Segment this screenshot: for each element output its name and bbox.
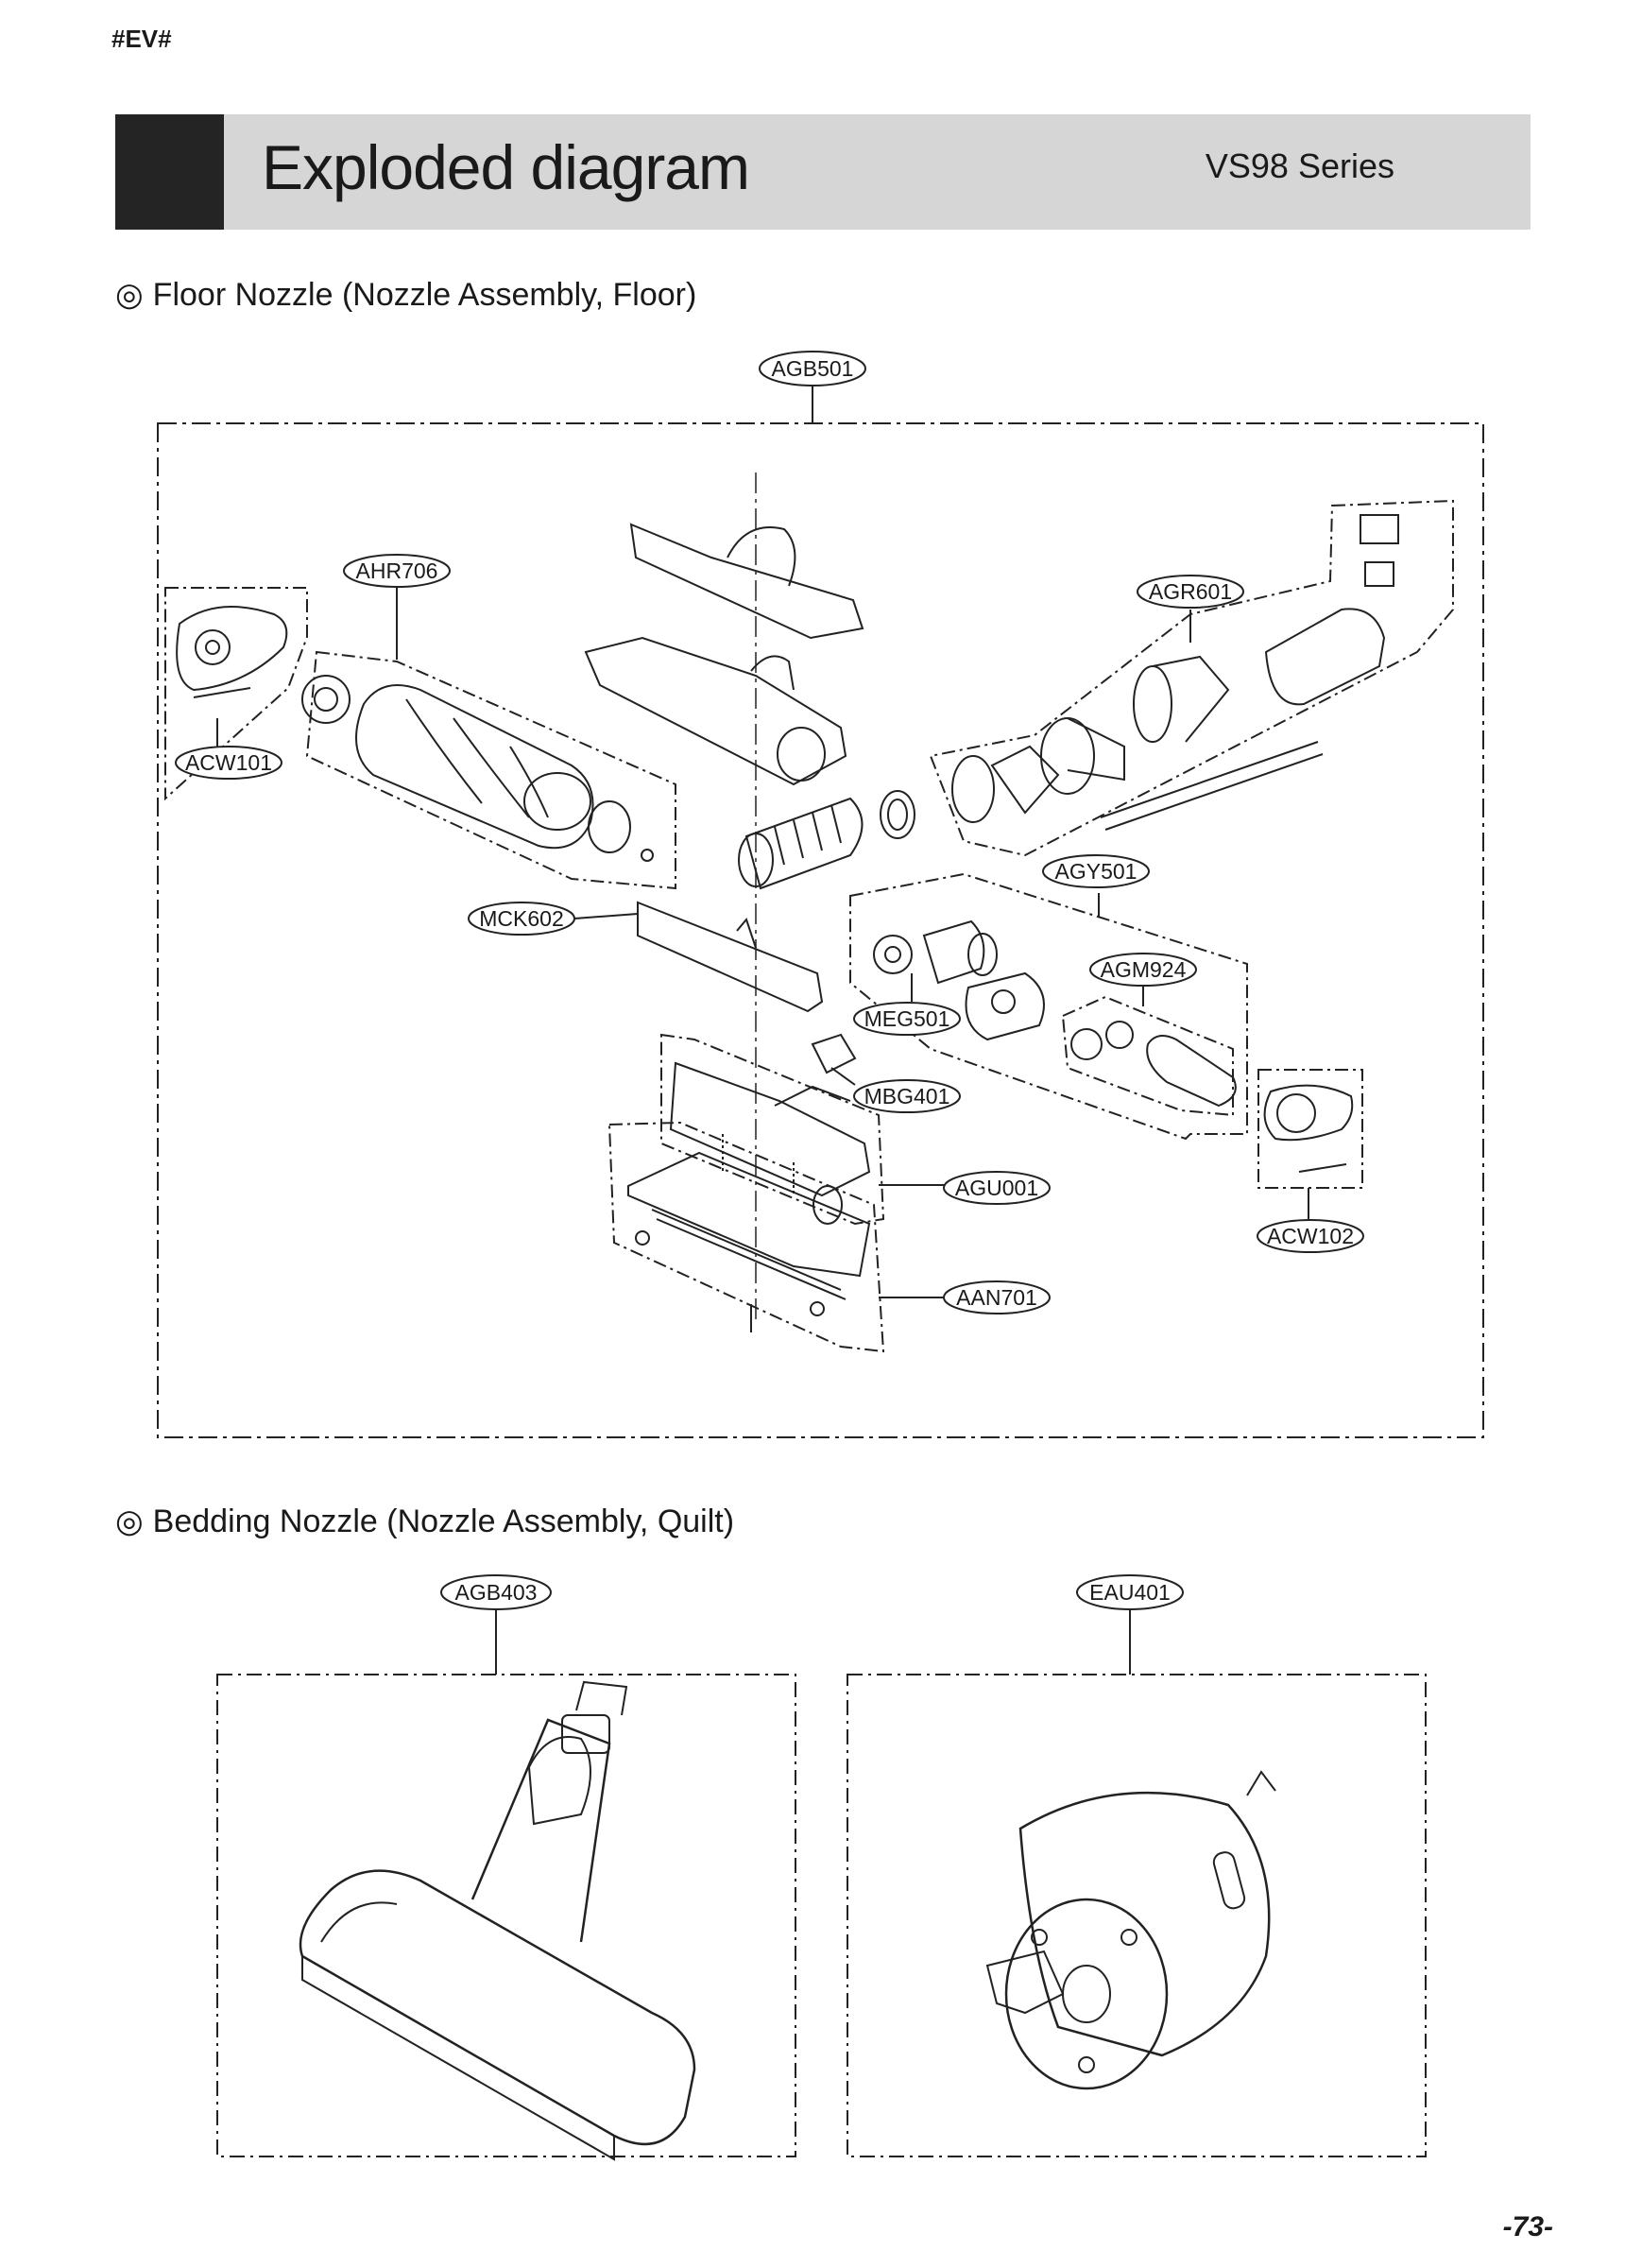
mbg401-part (811, 1033, 857, 1074)
section-bedding-nozzle: ◎Bedding Nozzle (Nozzle Assembly, Quilt) (115, 1503, 734, 1540)
side-cover-right (1263, 1084, 1354, 1173)
document-tag: #EV# (111, 25, 172, 53)
header-accent-block (115, 114, 224, 230)
bullet-symbol: ◎ (115, 277, 144, 313)
aan701-group-frame (607, 1121, 885, 1353)
callout-acw102: ACW102 (1257, 1219, 1364, 1253)
acw101-group-frame (164, 587, 308, 801)
upper-cover (629, 523, 864, 640)
brush-roller (301, 675, 654, 862)
callout-label: MBG401 (864, 1084, 950, 1108)
callout-mbg401: MBG401 (853, 1079, 961, 1113)
agb403-frame (216, 1674, 796, 2157)
series-label: VS98 Series (1205, 146, 1394, 185)
header-band: Exploded diagram VS98 Series (115, 114, 1531, 230)
callout-eau401: EAU401 (1076, 1574, 1184, 1610)
section-title: Floor Nozzle (Nozzle Assembly, Floor) (152, 277, 697, 313)
callout-label: MEG501 (864, 1006, 950, 1031)
callout-label: AAN701 (956, 1285, 1037, 1310)
callout-agr601: AGR601 (1137, 575, 1244, 609)
mck602-part (637, 901, 824, 1013)
callout-label: MCK602 (479, 906, 563, 931)
motor-illustration (985, 1770, 1276, 2090)
acw102-group-frame (1257, 1069, 1363, 1189)
callout-ahr706: AHR706 (343, 554, 451, 588)
callout-label: AGY501 (1055, 859, 1137, 884)
leader-mbg401 (830, 1067, 856, 1086)
eau401-frame (847, 1674, 1427, 2157)
callout-label: AGR601 (1149, 579, 1232, 604)
callout-acw101: ACW101 (175, 746, 282, 780)
page-number: -73- (1502, 2211, 1553, 2242)
callout-label: AGB501 (772, 356, 854, 381)
callout-agy501: AGY501 (1042, 854, 1150, 888)
callout-label: AHR706 (356, 558, 438, 583)
ahr706-group-frame (305, 650, 676, 890)
gear-belt-set (1070, 1021, 1237, 1108)
bullet-symbol: ◎ (115, 1503, 144, 1539)
floor-assembly-frame (157, 422, 1484, 1438)
section-floor-nozzle: ◎Floor Nozzle (Nozzle Assembly, Floor) (115, 276, 696, 314)
callout-label: EAU401 (1089, 1580, 1171, 1605)
flex-hose (738, 790, 915, 890)
neck-joint-parts (951, 514, 1399, 831)
side-cover-left (176, 606, 288, 698)
callout-aan701: AAN701 (943, 1280, 1051, 1314)
lower-cover (669, 1061, 871, 1225)
callout-mck602: MCK602 (468, 902, 575, 936)
callout-label: AGM924 (1101, 957, 1187, 982)
callout-agb501: AGB501 (759, 351, 866, 387)
leader-mck602 (573, 913, 639, 919)
callout-agu001: AGU001 (943, 1171, 1051, 1205)
agy501-group-frame (849, 872, 1248, 1141)
callout-agb403: AGB403 (440, 1574, 552, 1610)
callout-label: AGB403 (455, 1580, 538, 1605)
agu001-group-frame (660, 1033, 885, 1226)
callout-agm924: AGM924 (1089, 953, 1197, 987)
motor-unit (873, 919, 1045, 1041)
page-title: Exploded diagram (262, 132, 750, 202)
agr601-group-frame (929, 499, 1454, 857)
section-title: Bedding Nozzle (Nozzle Assembly, Quilt) (152, 1503, 735, 1539)
base-plate (627, 1151, 871, 1332)
callout-label: ACW101 (185, 750, 272, 775)
bedding-nozzle-illustration (299, 1680, 696, 2161)
callout-meg501: MEG501 (853, 1002, 961, 1036)
callout-label: ACW102 (1267, 1224, 1354, 1248)
nozzle-body-cover (584, 636, 847, 786)
callout-label: AGU001 (955, 1176, 1038, 1200)
